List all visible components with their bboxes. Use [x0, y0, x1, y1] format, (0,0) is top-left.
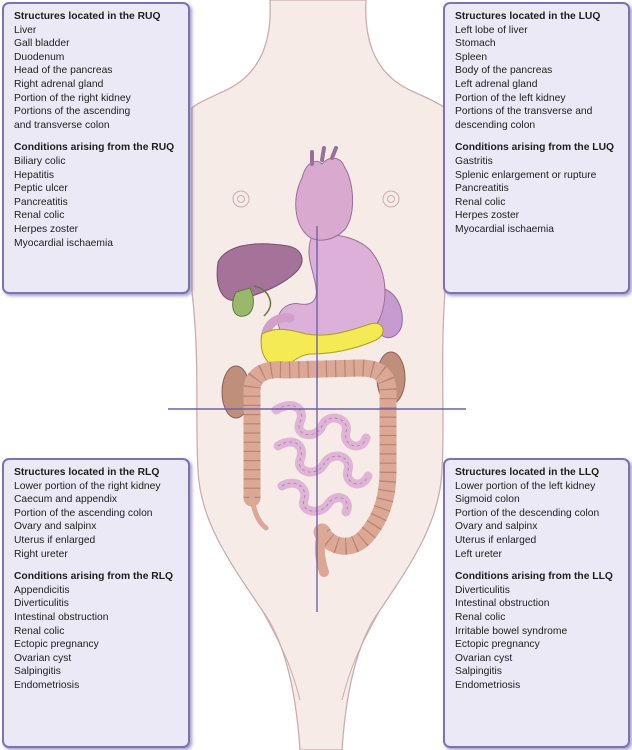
list-item: Myocardial ischaemia	[455, 223, 555, 235]
list-item: Uterus if enlarged	[455, 534, 537, 546]
list-item: Uterus if enlarged	[14, 534, 96, 546]
llq-conditions-list: Diverticulitis Intestinal obstruction Re…	[455, 584, 620, 693]
groin-line-left	[341, 609, 381, 701]
list-item: Endometriosis	[455, 679, 521, 691]
ruq-structures-list: Liver Gall bladder Duodenum Head of the …	[14, 24, 180, 133]
list-item: Diverticulitis	[455, 584, 510, 596]
liver	[216, 243, 303, 301]
list-item: Gall bladder	[14, 38, 70, 50]
list-item: Appendicitis	[14, 584, 70, 596]
list-item: Portions of the ascending	[14, 106, 131, 118]
list-item: Pancreatitis	[14, 196, 68, 208]
list-item: Lower portion of the right kidney	[14, 480, 161, 492]
list-item: Sigmoid colon	[455, 494, 520, 506]
list-item: Portions of the transverse and	[455, 106, 593, 118]
list-item: Renal colic	[455, 196, 506, 208]
list-item: Ectopic pregnancy	[14, 639, 99, 651]
nipple-right	[232, 190, 250, 208]
groin-line-right	[261, 609, 301, 701]
list-item: Spleen	[455, 51, 488, 63]
gallbladder	[232, 287, 254, 317]
list-item: Biliary colic	[14, 155, 66, 167]
llq-conditions-heading: Conditions arising from the LLQ	[455, 571, 613, 583]
rectum	[314, 527, 329, 577]
ruq-structures-heading: Structures located in the RUQ	[14, 11, 161, 22]
luq-conditions-list: Gastritis Splenic enlargement or rupture…	[455, 155, 620, 237]
list-item: Myocardial ischaemia	[14, 237, 114, 249]
rlq-conditions-heading: Conditions arising from the RLQ	[14, 571, 174, 583]
ruq-conditions-list: Biliary colic Hepatitis Peptic ulcer Pan…	[14, 155, 180, 250]
list-item: Portion of the descending colon	[455, 507, 600, 519]
list-item: Intestinal obstruction	[455, 598, 550, 610]
llq-box: Structures located in the LLQ Lower port…	[443, 458, 630, 748]
list-item: Renal colic	[14, 210, 65, 222]
rlq-conditions-list: Appendicitis Diverticulitis Intestinal o…	[14, 584, 180, 693]
heart	[295, 157, 354, 241]
list-item: Salpingitis	[455, 666, 502, 678]
list-item: Left ureter	[455, 548, 502, 560]
list-item: Diverticulitis	[14, 598, 69, 610]
list-item: Salpingitis	[14, 666, 61, 678]
bile-duct	[253, 285, 272, 317]
list-item: Duodenum	[14, 51, 65, 63]
list-item: Portion of the ascending colon	[14, 507, 153, 519]
nipple-left	[382, 190, 400, 208]
ruq-conditions-heading: Conditions arising from the RUQ	[14, 142, 175, 154]
list-item: Gastritis	[455, 155, 493, 167]
ruq-box: Structures located in the RUQ Liver Gall…	[2, 2, 190, 294]
list-item: Renal colic	[455, 611, 506, 623]
luq-conditions-heading: Conditions arising from the LUQ	[455, 142, 615, 154]
list-item: Pancreatitis	[455, 183, 509, 195]
list-item: Renal colic	[14, 625, 65, 637]
list-item: Lower portion of the left kidney	[455, 480, 596, 492]
list-item: Left adrenal gland	[455, 78, 538, 90]
list-item: Splenic enlargement or rupture	[455, 169, 597, 181]
list-item: Ovary and salpinx	[455, 521, 538, 533]
list-item: Herpes zoster	[455, 210, 520, 222]
small-intestine-outline	[275, 405, 369, 513]
list-item: Portion of the right kidney	[14, 92, 131, 104]
list-item: Right ureter	[14, 548, 68, 560]
list-item: Liver	[14, 24, 37, 36]
list-item: descending colon	[455, 119, 536, 131]
list-item: Peptic ulcer	[14, 183, 68, 195]
list-item: Right adrenal gland	[14, 78, 104, 90]
list-item: Ovary and salpinx	[14, 521, 97, 533]
appendix	[249, 495, 269, 531]
list-item: Ectopic pregnancy	[455, 639, 540, 651]
luq-structures-list: Left lobe of liver Stomach Spleen Body o…	[455, 24, 620, 133]
llq-structures-heading: Structures located in the LLQ	[455, 467, 600, 478]
list-item: Body of the pancreas	[455, 65, 553, 77]
colon	[243, 359, 397, 555]
list-item: Ovarian cyst	[14, 652, 72, 664]
list-item: Head of the pancreas	[14, 65, 113, 77]
rlq-structures-list: Lower portion of the right kidney Caecum…	[14, 480, 180, 562]
list-item: Hepatitis	[14, 169, 55, 181]
luq-box: Structures located in the LUQ Left lobe …	[443, 2, 630, 294]
list-item: Endometriosis	[14, 679, 80, 691]
list-item: and transverse colon	[14, 119, 110, 131]
list-item: Irritable bowel syndrome	[455, 625, 568, 637]
list-item: Herpes zoster	[14, 223, 79, 235]
rlq-box: Structures located in the RLQ Lower port…	[2, 458, 190, 748]
rlq-structures-heading: Structures located in the RLQ	[14, 467, 160, 478]
list-item: Portion of the left kidney	[455, 92, 566, 104]
llq-structures-list: Lower portion of the left kidney Sigmoid…	[455, 480, 620, 562]
list-item: Stomach	[455, 38, 496, 50]
heart-vessels	[310, 146, 338, 166]
luq-structures-heading: Structures located in the LUQ	[455, 11, 601, 22]
list-item: Intestinal obstruction	[14, 611, 109, 623]
list-item: Caecum and appendix	[14, 494, 118, 506]
list-item: Ovarian cyst	[455, 652, 513, 664]
list-item: Left lobe of liver	[455, 24, 528, 36]
